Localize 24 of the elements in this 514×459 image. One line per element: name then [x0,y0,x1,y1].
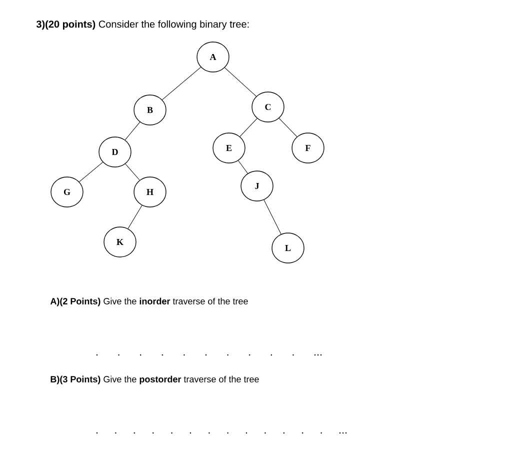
question-text: A)(2 Points) Give the inorder traverse of the tree [50,298,248,306]
tree-edge [240,118,258,137]
tree-node: L [272,232,304,264]
tree-node: C [252,92,284,122]
tree-node: G [50,176,84,208]
tree-node: E [212,132,246,164]
tree-edge [162,67,202,100]
tree-edge [124,122,140,140]
tree-edge [264,200,282,234]
tree-node: K [104,226,136,258]
tree-edge [278,118,298,137]
tree-node: D [98,136,132,168]
tree-node: B [134,94,166,126]
tree-edge [78,162,104,182]
tree-edge [224,67,256,97]
tree-edge [128,205,142,229]
heading: 3)(20 points) Consider the following binary tree: [36,20,249,30]
tree-edge [238,160,248,174]
question-text: B)(3 Points) Give the postorder traverse of the tree [50,376,259,384]
tree-node: A [196,42,230,72]
tree-edge [125,164,140,180]
tree-node: F [292,132,324,164]
tree-node: J [240,170,274,202]
tree-node: H [134,176,166,208]
